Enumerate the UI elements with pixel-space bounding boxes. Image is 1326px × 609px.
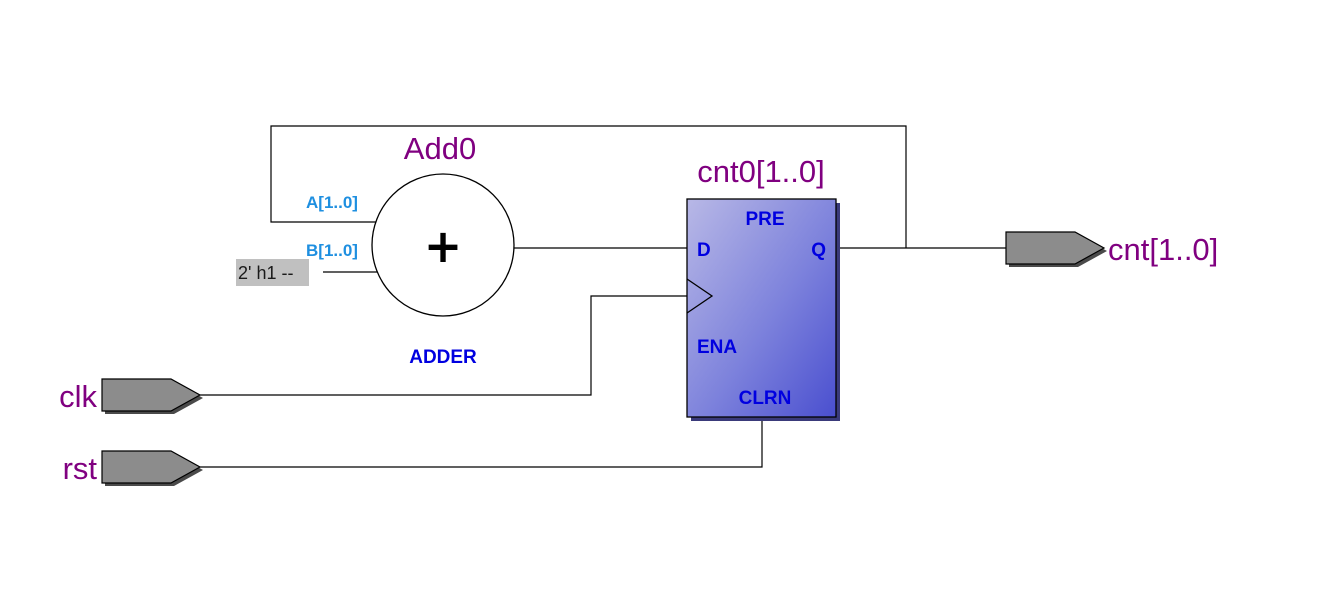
clk-wire[interactable] bbox=[200, 295, 687, 396]
input-port-clk[interactable]: clk bbox=[59, 378, 203, 414]
adder-circle[interactable] bbox=[371, 173, 515, 317]
register-pin-q: Q bbox=[811, 240, 826, 261]
input-port-rst[interactable]: rst bbox=[63, 450, 203, 486]
rst-wire[interactable] bbox=[200, 417, 763, 468]
rst-port-label: rst bbox=[63, 451, 98, 486]
register-body[interactable] bbox=[686, 198, 837, 418]
register-block[interactable]: cnt0[1..0] PRE D Q ENA CLRN bbox=[686, 154, 840, 421]
adder-pin-a: A[1..0] bbox=[306, 193, 358, 212]
adder-pin-b: B[1..0] bbox=[306, 241, 358, 260]
constant-value: 2' h1 -- bbox=[238, 263, 293, 283]
adder-instance-name: Add0 bbox=[404, 131, 476, 166]
register-pin-clrn: CLRN bbox=[739, 388, 792, 409]
register-pin-d: D bbox=[697, 240, 711, 261]
clk-port-label: clk bbox=[59, 379, 97, 414]
cnt-port-label: cnt[1..0] bbox=[1108, 232, 1218, 267]
output-port-cnt[interactable]: cnt[1..0] bbox=[1005, 231, 1218, 267]
wires bbox=[200, 125, 1006, 468]
clk-port-shape[interactable] bbox=[101, 378, 202, 412]
adder-operator: + bbox=[424, 219, 463, 273]
constant-source[interactable]: 2' h1 -- bbox=[236, 259, 309, 286]
adder-type-label: ADDER bbox=[409, 347, 477, 368]
adder-block[interactable]: + Add0 A[1..0] B[1..0] ADDER bbox=[306, 131, 515, 368]
register-pin-pre: PRE bbox=[745, 209, 784, 230]
clock-edge-symbol bbox=[686, 278, 714, 314]
register-pin-ena: ENA bbox=[697, 337, 737, 358]
feedback-wire[interactable] bbox=[270, 125, 907, 248]
register-instance-name: cnt0[1..0] bbox=[697, 154, 825, 189]
constant-background bbox=[236, 259, 309, 286]
rst-port-shape[interactable] bbox=[101, 450, 202, 484]
cnt-port-shape[interactable] bbox=[1005, 231, 1106, 265]
